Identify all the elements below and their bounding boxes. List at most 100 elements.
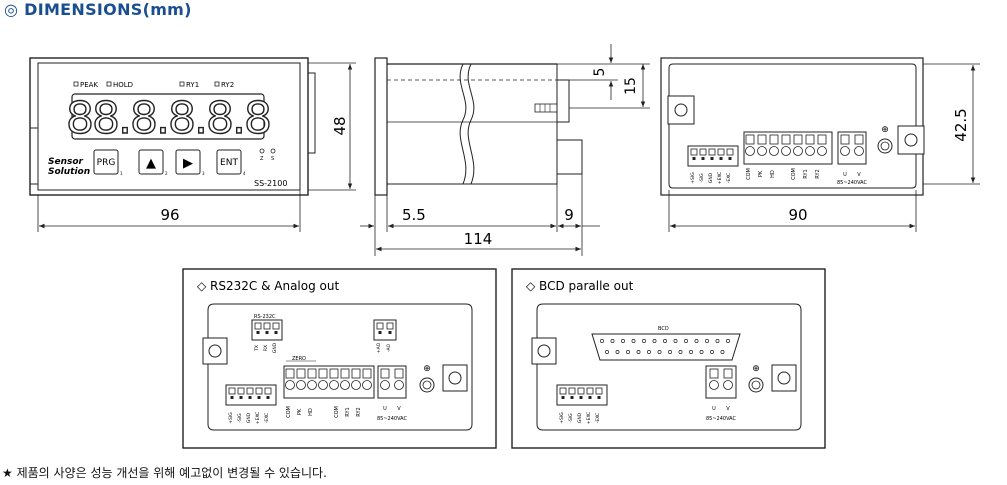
dim-rear-height: 42.5 — [952, 108, 970, 141]
terminal-pin — [793, 134, 803, 145]
dim-side-114: 114 — [464, 230, 493, 248]
terminal-hole — [701, 157, 705, 160]
bcd-pin — [652, 339, 657, 343]
span-indicator: S — [271, 156, 274, 162]
terminal-label: -SIG — [237, 413, 243, 423]
model-label: SS-2100 — [254, 179, 287, 188]
terminal-pin — [577, 387, 585, 395]
terminal-pin — [726, 148, 734, 156]
button-number: 3 — [202, 171, 205, 176]
terminal-pin — [817, 134, 827, 145]
terminal-screw — [709, 380, 719, 390]
terminal-label: COM — [746, 168, 752, 180]
terminal-pin — [285, 368, 295, 379]
terminal-screw — [745, 146, 755, 156]
terminal-label: -EXC — [264, 413, 270, 423]
prg-button[interactable]: PRG — [97, 158, 116, 168]
dim-front-height: 48 — [331, 116, 349, 135]
terminal-pin — [296, 368, 306, 379]
bcd-pin — [689, 350, 693, 354]
terminal-hole — [378, 331, 382, 334]
bcd-pin — [610, 339, 615, 343]
bcd-pin — [647, 350, 651, 354]
terminal-label: GND — [272, 342, 278, 353]
zero-label: ZERO — [292, 356, 306, 362]
terminal-pin — [699, 148, 707, 156]
terminal-screw — [723, 380, 733, 390]
terminal-hole — [719, 157, 723, 160]
panel-rs232c-analog: ◇ RS232C & Analog out ⊕ RS-232C TX RX GN… — [182, 268, 497, 449]
terminal-hole — [274, 331, 278, 334]
ent-button[interactable]: ENT — [220, 158, 238, 168]
terminal-pin — [376, 322, 384, 330]
up-button[interactable]: ▲ — [146, 156, 156, 171]
terminal-hole — [257, 396, 261, 399]
terminal-label: PK — [297, 408, 303, 415]
terminal-pin — [340, 368, 350, 379]
led-label-ry2: RY2 — [221, 81, 234, 89]
terminal-label: +AO — [376, 342, 382, 353]
bcd-pin — [726, 339, 730, 343]
terminal-hole — [230, 396, 234, 399]
button-number: 2 — [165, 171, 168, 176]
terminal-label: -EXC — [595, 413, 601, 423]
power-terminal-v: V — [397, 406, 401, 412]
terminal-label: +EXC — [255, 412, 261, 425]
dim-side-55: 5.5 — [402, 206, 426, 224]
led-label-hold: HOLD — [113, 81, 133, 89]
bcd-pin — [600, 339, 604, 343]
terminal-screw — [805, 146, 815, 156]
bcd-pin — [715, 339, 720, 343]
terminal-hole — [570, 396, 574, 399]
footnote: ★ 제품의 사양은 성능 개선을 위해 예고없이 변경될 수 있습니다. — [2, 466, 327, 480]
bcd-pin — [626, 350, 630, 354]
terminal-pin — [272, 322, 280, 330]
terminal-label: -AO — [386, 344, 392, 353]
terminal-label: COM — [791, 168, 797, 180]
terminal-screw — [769, 146, 779, 156]
terminal-screw — [351, 380, 361, 390]
bcd-pin — [657, 350, 662, 354]
terminal-label: PK — [758, 170, 764, 177]
bcd-pin — [668, 350, 672, 354]
terminal-label: GND — [708, 172, 714, 183]
terminal-screw — [380, 380, 390, 390]
panel-bcd-parallel: ◇ BCD paralle out ⊕ BCD +SIG -SIG GND +E… — [511, 268, 826, 449]
power-terminal-u: U — [712, 406, 716, 412]
terminal-hole — [248, 396, 252, 399]
logo-top: Sensor — [48, 157, 84, 167]
bcd-pin — [678, 350, 683, 354]
bcd-pin — [673, 339, 678, 343]
terminal-pin — [854, 134, 864, 145]
terminal-pin — [307, 368, 317, 379]
terminal-hole — [256, 331, 260, 334]
terminal-hole — [710, 157, 714, 160]
terminal-label: -SIG — [699, 173, 705, 183]
terminal-screw — [296, 380, 306, 390]
logo-bottom: Solution — [48, 167, 90, 177]
terminal-pin — [386, 322, 394, 330]
terminal-pin — [263, 322, 271, 330]
bcd-pin — [694, 339, 699, 343]
bcd-pin — [642, 339, 646, 343]
power-label: 85~240VAC — [837, 180, 868, 186]
terminal-label: RY2 — [815, 169, 821, 178]
bcd-pin — [621, 339, 625, 343]
ground-icon: ⊕ — [752, 364, 760, 374]
terminal-label: -SIG — [568, 413, 574, 423]
button-number: 4 — [243, 171, 246, 176]
terminal-screw — [394, 380, 404, 390]
power-terminal-u: U — [383, 406, 387, 412]
terminal-hole — [579, 396, 583, 399]
side-view: 5 15 5.5 9 114 — [360, 44, 650, 256]
terminal-pin — [709, 368, 719, 379]
terminal-hole — [266, 396, 270, 399]
terminal-screw — [329, 380, 339, 390]
terminal-hole — [388, 331, 392, 334]
terminal-label: RY1 — [345, 407, 351, 416]
terminal-pin — [568, 387, 576, 395]
terminal-label: RY2 — [356, 407, 362, 416]
terminal-label: HD — [770, 170, 776, 178]
right-button[interactable]: ▶ — [183, 156, 193, 171]
